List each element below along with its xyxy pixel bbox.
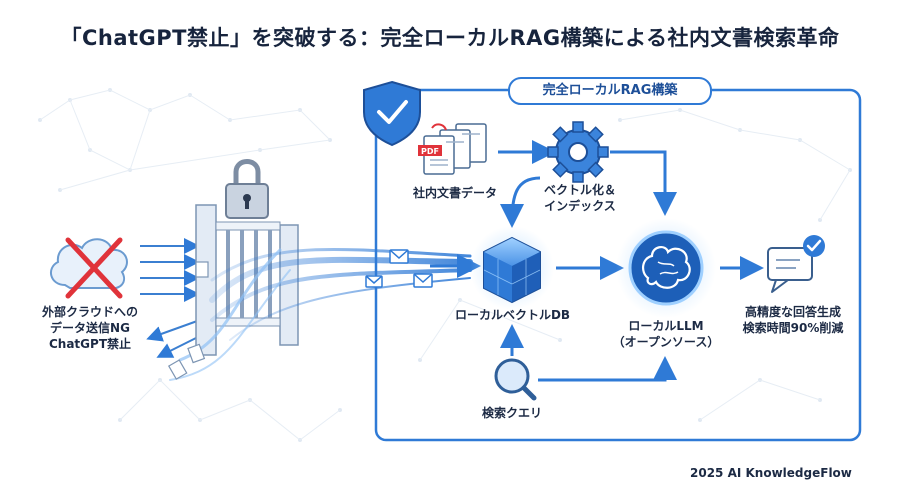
rag-frame-title: 完全ローカルRAG構築 [508,77,712,105]
local-llm-label: ローカルLLM （オープンソース） [600,318,732,350]
cloud-ng-label: 外部クラウドへの データ送信NG ChatGPT禁止 [20,304,160,352]
chat-check-icon [767,235,825,293]
local-llm-line-2: （オープンソース） [612,335,720,349]
shield-check-icon [363,80,421,147]
arrow-gear-to-llm [610,150,677,216]
arrow-query-to-llm [538,356,677,382]
documents-label: 社内文書データ [412,186,497,200]
vectorize-line-1: ベクトル化＆ [543,183,616,197]
cloud-ng-line-2: データ送信NG [50,321,130,335]
pdf-badge: PDF [421,147,439,156]
blocked-arrows [140,238,201,358]
result-line-2: 検索時間90%削減 [742,321,844,335]
vector-db-label: ローカルベクトルDB [454,308,571,322]
gear-icon [547,121,609,183]
vectorize-line-2: インデックス [544,199,616,213]
document-sheets [167,261,209,380]
footer-credit: 2025 AI KnowledgeFlow [690,466,852,480]
envelope-icon [365,249,433,288]
query-label: 検索クエリ [481,406,542,420]
arrow-gear-to-db [500,176,541,228]
vectorize-label: ベクトル化＆ インデックス [520,182,640,214]
result-line-1: 高精度な回答生成 [744,305,841,319]
red-x-icon [65,237,123,299]
database-cube-icon [470,226,554,310]
page-title: 「ChatGPT禁止」を突破する：完全ローカルRAG構築による社内文書検索革命 [60,26,840,50]
padlock-icon [225,159,269,219]
world-map-network [38,88,852,442]
cloud-ng-line-1: 外部クラウドへの [41,305,138,319]
cloud-ng-line-3: ChatGPT禁止 [48,337,131,351]
gate-icon [195,204,299,356]
result-label: 高精度な回答生成 検索時間90%削減 [728,304,858,336]
brain-icon [616,218,716,318]
local-llm-line-1: ローカルLLM [628,319,704,333]
magnifier-icon [494,358,537,401]
pdf-document-icon: PDF [418,123,487,175]
